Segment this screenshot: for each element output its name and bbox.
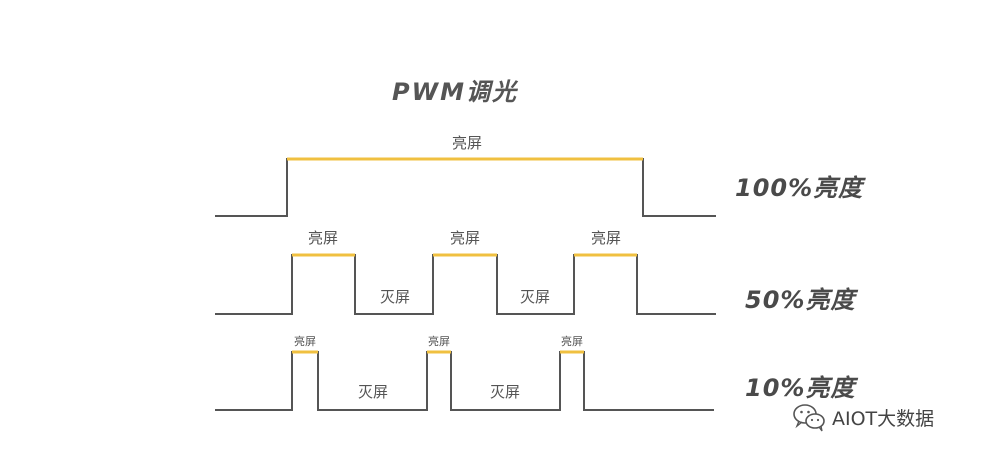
row-50-percent: 亮屏 亮屏 亮屏 灭屏 灭屏 [215, 229, 716, 315]
off-label: 灭屏 [380, 288, 410, 306]
level-label-100: 100%亮度 [735, 174, 864, 202]
on-label: 亮屏 [591, 229, 621, 247]
level-label-50: 50%亮度 [745, 286, 856, 314]
row-100-percent: 亮屏 [215, 134, 716, 217]
waveform-10 [215, 351, 714, 411]
off-label: 灭屏 [490, 383, 520, 401]
off-label: 灭屏 [358, 383, 388, 401]
diagram-title: PWM调光 [392, 78, 518, 106]
off-label: 灭屏 [520, 288, 550, 306]
watermark: AIOT大数据 [792, 402, 934, 432]
on-label: 亮屏 [308, 229, 338, 247]
on-label: 亮屏 [450, 229, 480, 247]
level-label-10: 10%亮度 [745, 374, 856, 402]
wechat-icon [793, 404, 825, 432]
watermark-text: AIOT大数据 [832, 407, 935, 430]
on-label: 亮屏 [294, 334, 316, 348]
on-label: 亮屏 [428, 334, 450, 348]
on-label: 亮屏 [561, 334, 583, 348]
waveform-50 [215, 254, 716, 315]
on-label: 亮屏 [452, 134, 482, 152]
row-10-percent: 亮屏 亮屏 亮屏 灭屏 灭屏 [215, 334, 714, 411]
waveform-100 [215, 158, 716, 217]
